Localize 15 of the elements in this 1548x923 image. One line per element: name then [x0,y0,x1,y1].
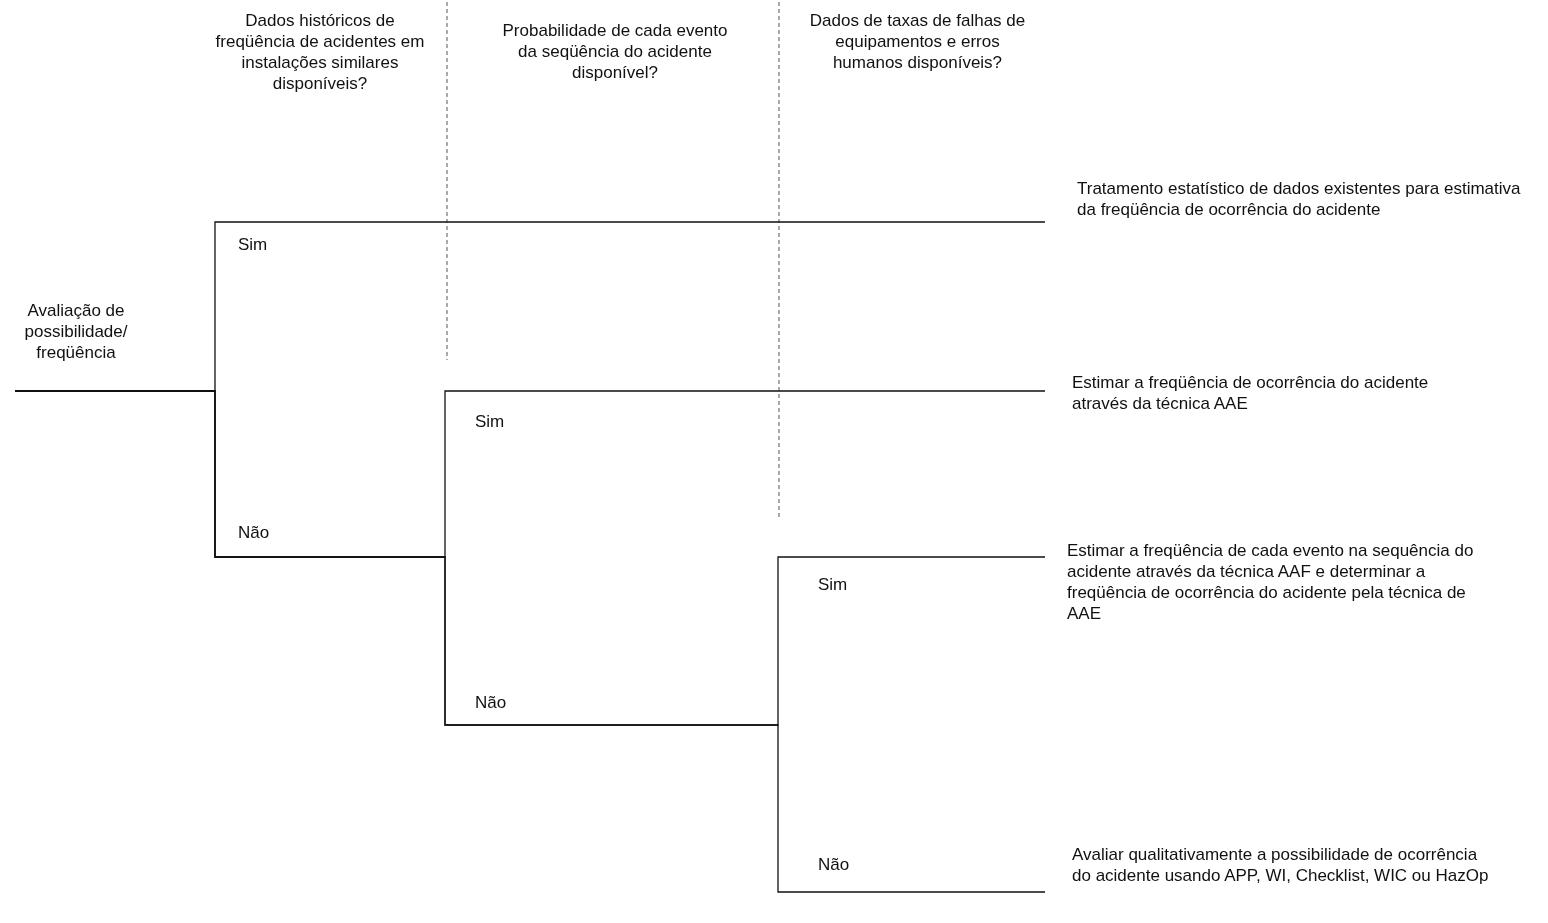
column-question: Dados históricos de freqüência de acidentes em instalações similares disponíveis? [214,10,426,94]
column-question: Probabilidade de cada evento da seqüência do acidente disponível? [501,20,729,83]
branch-label: Sim [475,411,506,432]
outcome-text: Tratamento estatístico de dados existentes para estimativa da freqüência de ocorrência do acidente [1045,178,1540,258]
branch-label: Não [238,522,271,543]
tree-branch-line [14,390,1046,893]
outcome-text: Estimar a freqüência de ocorrência do acidente através da técnica AAE [1045,372,1455,428]
column-question: Dados de taxas de falhas de equipamentos e erros humanos disponíveis? [808,10,1027,73]
branch-label: Não [475,692,508,713]
branch-label: Sim [818,574,849,595]
outcome-text: Avaliar qualitativamente a possibilidade de ocorrência do acidente usando APP, WI, Checklist, WIC ou HazOp [1045,844,1500,910]
branch-label: Sim [238,234,269,255]
root-event-text: Avaliação de possibilidade/ freqüência [0,300,152,391]
outcome-text: Estimar a freqüência de cada evento na sequência do acidente através da técnica AAF e determinar a freqüência de ocorrência do acidente pela técnica de AAE [1045,540,1500,630]
branch-label: Não [818,854,851,875]
